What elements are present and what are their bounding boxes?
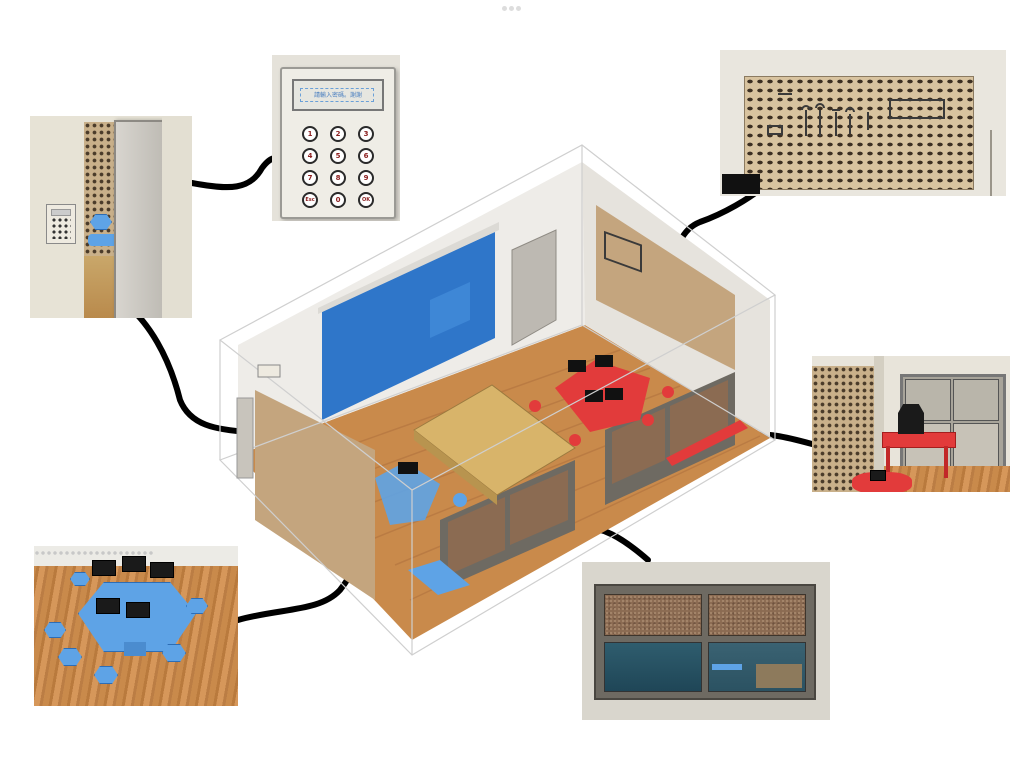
keypad-key-9[interactable]: 9	[358, 170, 374, 186]
keypad-key-1[interactable]: 1	[302, 126, 318, 142]
red-detail-round-table	[852, 472, 912, 492]
blue-detail-monitor-1	[92, 560, 116, 576]
keypad-key-3[interactable]: 3	[358, 126, 374, 142]
door-blue-table	[88, 234, 118, 246]
red-table-detail-image	[812, 356, 1010, 492]
blue-detail-stool-4	[162, 644, 186, 662]
blue-detail-stool-1	[44, 622, 66, 638]
blue-detail-monitor-2	[122, 556, 146, 572]
red-detail-side-wall	[874, 356, 884, 492]
door-blue-stool	[90, 214, 112, 230]
blue-detail-monitor-4	[96, 598, 120, 614]
blue-detail-monitor-3	[150, 562, 174, 578]
room-door	[511, 229, 557, 346]
red-detail-table-leg	[886, 446, 890, 478]
room-left-pegboard	[255, 390, 375, 600]
connector-keypad-to-door	[189, 155, 279, 191]
pegboard-device	[722, 174, 760, 194]
keypad-key-2[interactable]: 2	[330, 126, 346, 142]
window-detail-cork-right	[708, 594, 806, 636]
red-detail-computer	[898, 404, 924, 434]
keypad-key-0[interactable]: 0	[330, 192, 346, 208]
window-detail-cork-left	[604, 594, 702, 636]
door-detail-image	[30, 116, 192, 318]
red-detail-monitor	[870, 470, 886, 481]
keypad-key-ok[interactable]: OK	[358, 192, 374, 208]
keypad-key-esc[interactable]: Esc	[302, 192, 318, 208]
room-blue-bench	[408, 560, 470, 595]
pegboard-tools-icon	[767, 93, 945, 136]
keypad-icon	[257, 364, 281, 378]
pegboard-icon	[596, 205, 735, 370]
blue-detail-monitor-5	[126, 602, 150, 618]
keypad-display: 請輸入密碼。謝謝	[292, 79, 384, 111]
door-keypad-icon	[46, 204, 76, 244]
keypad-key-5[interactable]: 5	[330, 148, 346, 164]
blue-detail-stool-3	[94, 666, 118, 684]
keypad-body: 請輸入密碼。謝謝 1 2 3 4 5 6 7 8 9 Esc 0 OK	[280, 67, 396, 219]
window-drag-dots	[502, 6, 522, 12]
room-red-bench	[666, 420, 748, 466]
blue-detail-stool-2	[58, 648, 82, 666]
keypad-key-6[interactable]: 6	[358, 148, 374, 164]
room-blue-table	[375, 462, 440, 525]
projector-screen-icon	[322, 232, 495, 420]
keypad-key-8[interactable]: 8	[330, 170, 346, 186]
window-detail-glass-left	[604, 642, 702, 692]
blue-detail-wall-dots	[34, 550, 154, 556]
window-icon	[900, 374, 1006, 474]
pegboard-wall-edge	[990, 130, 1006, 196]
window-detail-floor-glimpse	[756, 664, 802, 688]
keypad-display-text: 請輸入密碼。謝謝	[313, 92, 362, 99]
window-detail-image	[582, 562, 830, 720]
connector-door-to-room	[115, 295, 253, 435]
door-frame	[162, 116, 192, 318]
keypad-detail-image: 請輸入密碼。謝謝 1 2 3 4 5 6 7 8 9 Esc 0 OK	[272, 55, 400, 221]
room-left-door	[236, 397, 254, 479]
keypad-key-7[interactable]: 7	[302, 170, 318, 186]
window-detail-frame	[594, 584, 816, 700]
keypad-key-4[interactable]: 4	[302, 148, 318, 164]
blue-detail-table-base	[124, 642, 146, 656]
red-detail-pegboard	[812, 366, 874, 492]
pegboard-detail-image	[720, 50, 1006, 196]
blue-table-detail-image	[34, 546, 238, 706]
window-detail-blue-seat	[712, 664, 742, 670]
red-detail-table-leg2	[944, 446, 948, 478]
blue-detail-stool-5	[186, 598, 208, 614]
blue-detail-stool-6	[70, 572, 90, 586]
